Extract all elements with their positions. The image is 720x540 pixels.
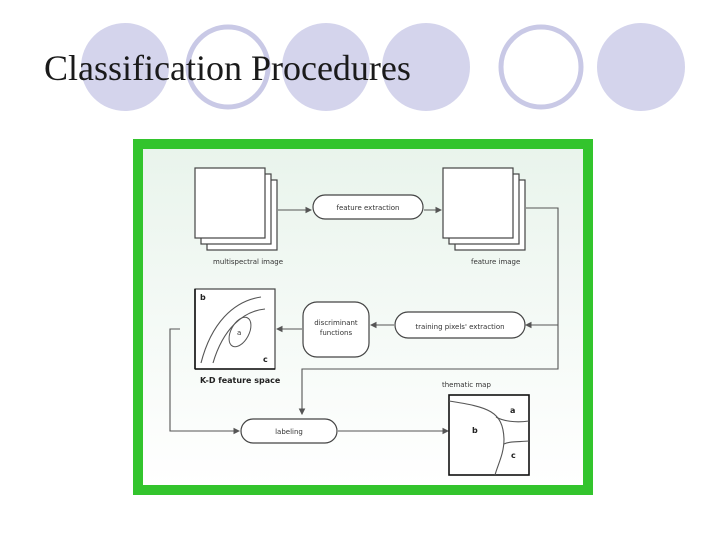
kd-feature-space-plot: b a c bbox=[194, 288, 276, 370]
map-class-a: a bbox=[510, 406, 515, 415]
feature-space-class-a: a bbox=[237, 329, 241, 337]
training-pixels-extraction-node bbox=[394, 311, 526, 339]
map-class-c: c bbox=[511, 451, 516, 460]
feature-image-stack bbox=[442, 167, 526, 251]
decor-circle-5 bbox=[498, 24, 584, 110]
diagram-frame: multispectral image feature extraction f… bbox=[133, 139, 593, 495]
decor-circle-1 bbox=[81, 23, 169, 111]
multispectral-image-stack bbox=[194, 167, 278, 251]
decor-circle-4 bbox=[382, 23, 470, 111]
slide-title: Classification Procedures bbox=[44, 48, 411, 88]
decor-circle-3 bbox=[282, 23, 370, 111]
decorative-circles bbox=[81, 23, 685, 111]
decor-circle-6 bbox=[597, 23, 685, 111]
feature-extraction-label: feature extraction bbox=[337, 204, 400, 212]
discriminant-label-line2: functions bbox=[320, 329, 353, 337]
discriminant-functions-node bbox=[302, 301, 370, 358]
labeling-label: labeling bbox=[275, 428, 303, 436]
thematic-map: a b c bbox=[448, 394, 530, 476]
map-class-b: b bbox=[472, 426, 478, 435]
training-pixels-extraction-label: training pixels' extraction bbox=[415, 323, 504, 331]
feature-extraction-node bbox=[312, 194, 424, 220]
labeling-node bbox=[240, 418, 338, 444]
connector-feature-image-to-labeling-column bbox=[298, 207, 559, 416]
connector-to-labeling bbox=[169, 328, 241, 435]
decor-circle-2 bbox=[185, 24, 271, 110]
kd-feature-space-label: K-D feature space bbox=[200, 376, 281, 385]
feature-space-class-c: c bbox=[263, 355, 268, 364]
feature-space-class-b: b bbox=[200, 293, 206, 302]
multispectral-image-label: multispectral image bbox=[213, 258, 283, 266]
classification-diagram: multispectral image feature extraction f… bbox=[143, 149, 583, 485]
discriminant-label-line1: discriminant bbox=[314, 319, 358, 327]
feature-image-label: feature image bbox=[471, 258, 520, 266]
thematic-map-label: thematic map bbox=[442, 381, 491, 389]
